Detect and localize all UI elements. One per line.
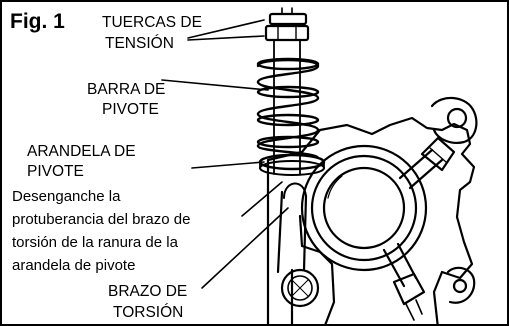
upper-bolt-nut: [420, 136, 456, 172]
label-pivot-bar-line1: BARRA DE: [87, 81, 166, 98]
bearing-shading: [331, 167, 365, 185]
instruction-line3: torsión de la ranura de la: [12, 234, 178, 251]
lower-bolt-nut: [392, 272, 426, 306]
figure-title: Fig. 1: [10, 10, 65, 33]
leader-pivot-washer: [191, 161, 265, 169]
label-tension-nuts-line2: TENSIÓN: [105, 35, 174, 52]
housing-outline: [266, 116, 476, 324]
leader-instruction: [241, 181, 283, 217]
leader-tension-nuts-upper: [187, 19, 265, 39]
end-fitting-hole: [446, 107, 468, 129]
tension-nut-top: [268, 12, 308, 26]
lower-bolt-tail: [405, 299, 423, 321]
label-pivot-washer-line2: PIVOTE: [27, 163, 84, 180]
label-tension-nuts-line1: TUERCAS DE: [102, 14, 202, 31]
leader-tension-nuts-lower: [187, 35, 265, 41]
label-torsion-arm-line1: BRAZO DE: [108, 283, 188, 300]
torsion-arm: [276, 190, 308, 274]
label-torsion-arm-line2: TORSIÓN: [113, 304, 184, 321]
bearing-mid: [310, 154, 418, 262]
leader-pivot-bar: [161, 79, 269, 91]
threaded-rod-top: [281, 7, 293, 15]
torsion-arm-top: [283, 182, 307, 199]
label-pivot-washer-line1: ARANDELA DE: [27, 143, 136, 160]
leader-torsion-arm: [201, 207, 289, 289]
bearing-outer: [300, 144, 428, 272]
tension-nut-middle: [264, 24, 310, 42]
bottom-clip-hole: [452, 278, 468, 294]
label-pivot-bar-line2: PIVOTE: [102, 101, 159, 118]
instruction-line2: protuberancia del brazo de: [12, 211, 191, 228]
bottom-clip: [446, 266, 476, 304]
end-fitting: [430, 96, 478, 144]
torsion-arm-roller: [280, 268, 320, 308]
instruction-line1: Desenganche la: [12, 188, 121, 205]
instruction-line4: arandela de pivote: [12, 257, 136, 274]
